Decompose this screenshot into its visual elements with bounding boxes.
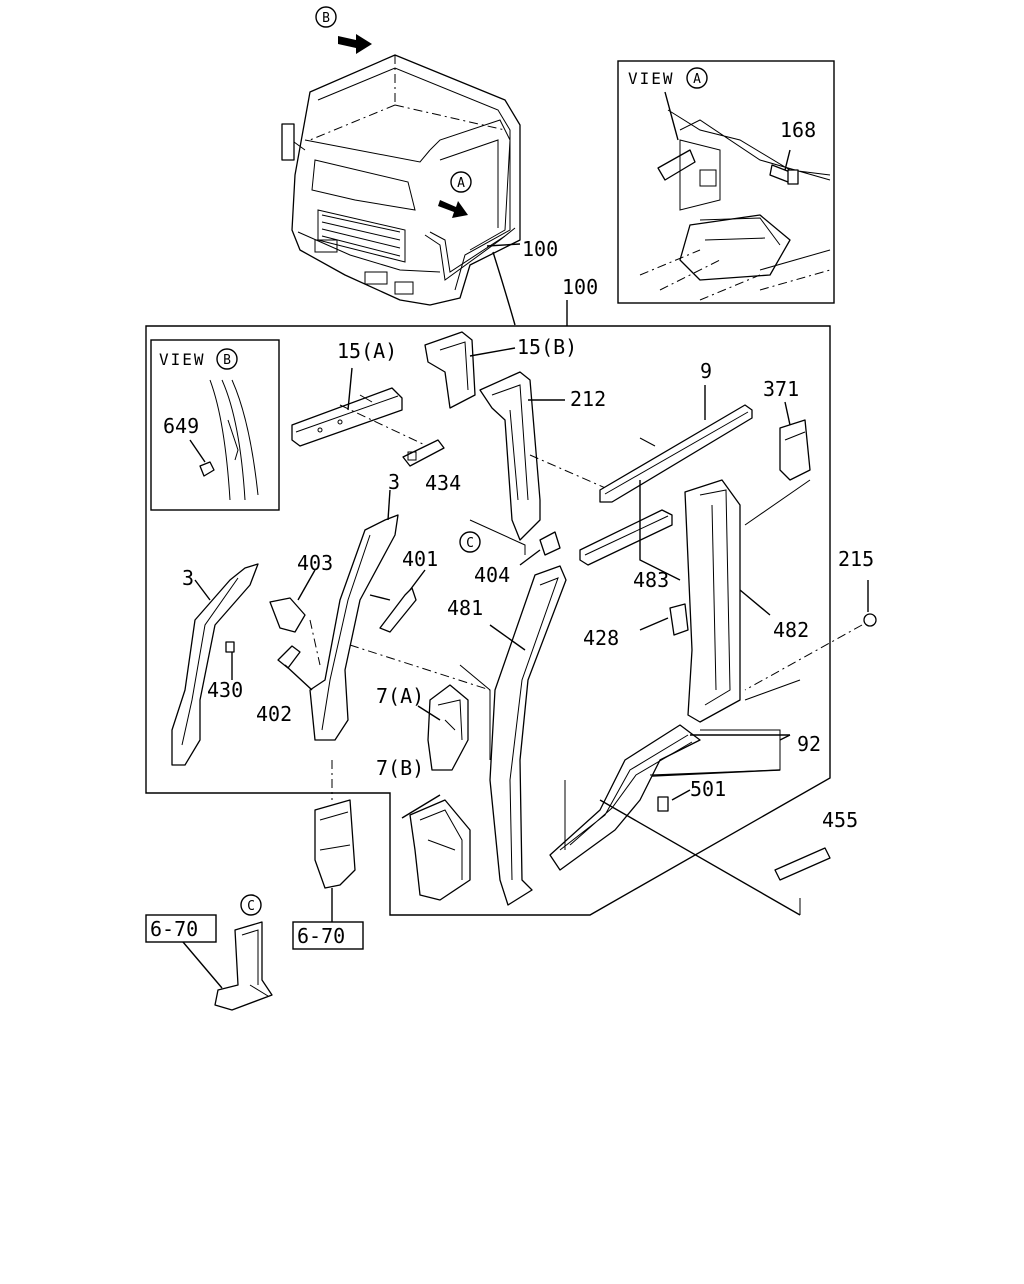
circled-letter: C <box>247 899 255 914</box>
part-481 <box>489 565 567 906</box>
part-215 <box>744 580 877 691</box>
arrow-view-a <box>438 200 468 218</box>
part-label: 649 <box>163 414 199 438</box>
part-455 <box>599 799 831 916</box>
part-6-70-left <box>182 921 273 1011</box>
part-label: 434 <box>425 471 461 495</box>
part-label: 404 <box>474 563 510 587</box>
part-label: 15(A) <box>337 339 397 363</box>
part-label: 401 <box>402 547 438 571</box>
part-404 <box>519 531 561 566</box>
part-label: 168 <box>780 118 816 142</box>
part-label: 403 <box>297 551 333 575</box>
part-label: 402 <box>256 702 292 726</box>
part-434 <box>339 404 445 467</box>
part-6-70-center <box>314 799 356 922</box>
part-label: 481 <box>447 596 483 620</box>
circled-letter: A <box>457 176 465 191</box>
assembly-boundary <box>145 325 831 916</box>
ref-box-6-70-left <box>145 914 217 943</box>
arrow-view-b <box>338 34 372 54</box>
circle-a-cab <box>450 171 472 193</box>
part-label: 7(B) <box>376 756 424 780</box>
part-7b <box>401 794 471 901</box>
part-label: 501 <box>690 777 726 801</box>
cab-illustration <box>281 54 521 306</box>
circle-c-small <box>240 894 262 916</box>
part-401 <box>369 569 426 633</box>
part-402 <box>277 645 313 691</box>
part-label: 215 <box>838 547 874 571</box>
part-3-right <box>309 489 399 741</box>
part-label: 7(A) <box>376 684 424 708</box>
leader-100 <box>492 251 516 326</box>
part-501 <box>657 789 691 812</box>
part-15a <box>291 367 403 447</box>
part-483 <box>579 480 681 581</box>
part-label: 9 <box>700 359 712 383</box>
part-label: 455 <box>822 808 858 832</box>
part-3-left <box>171 563 259 766</box>
circled-letter: C <box>466 536 474 551</box>
part-371 <box>744 401 811 526</box>
view-a-title: VIEW <box>628 69 675 88</box>
circle-a-view <box>686 67 708 89</box>
part-15b <box>424 331 516 409</box>
part-428 <box>639 603 689 636</box>
circle-b-top <box>315 6 337 28</box>
circled-letter: B <box>322 11 330 26</box>
ref-label: 6-70 <box>297 924 345 948</box>
part-label: 100 <box>562 275 598 299</box>
part-482 <box>684 479 801 723</box>
part-403 <box>269 569 316 633</box>
circle-c-main <box>459 531 481 553</box>
circled-letter: A <box>693 72 701 87</box>
circled-letter: B <box>223 353 231 368</box>
part-label: 92 <box>797 732 821 756</box>
part-430 <box>225 641 235 680</box>
part-label: 430 <box>207 678 243 702</box>
part-label: 371 <box>763 377 799 401</box>
view-a-panel <box>617 60 835 304</box>
ref-label: 6-70 <box>150 917 198 941</box>
part-label: 15(B) <box>517 335 577 359</box>
view-b-panel <box>150 339 280 511</box>
ref-box-6-70-center <box>292 921 364 950</box>
part-label: 428 <box>583 626 619 650</box>
part-label: 100 <box>522 237 558 261</box>
part-label: 482 <box>773 618 809 642</box>
part-9 <box>599 385 753 503</box>
part-7a <box>417 684 469 771</box>
part-92 <box>549 724 790 871</box>
part-label: 212 <box>570 387 606 411</box>
leader-lines <box>566 91 791 777</box>
view-arrows <box>338 34 468 218</box>
circle-b-view <box>216 348 238 370</box>
part-label: 3 <box>388 470 400 494</box>
part-212 <box>469 371 611 555</box>
view-b-title: VIEW <box>159 350 206 369</box>
part-label: 3 <box>182 566 194 590</box>
part-label: 483 <box>633 568 669 592</box>
